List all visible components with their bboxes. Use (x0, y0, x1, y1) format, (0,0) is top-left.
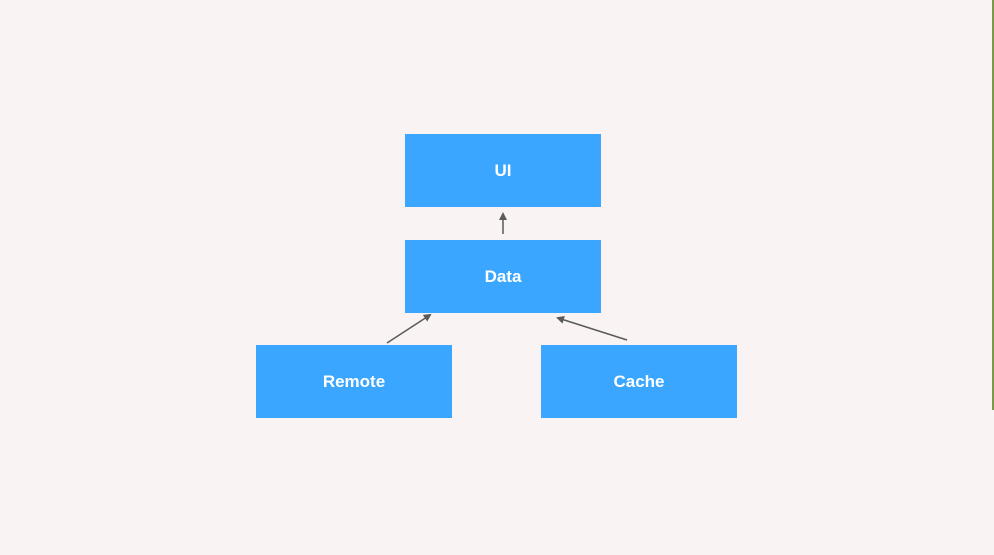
window-edge-strip (992, 0, 994, 410)
node-ui: UI (405, 134, 601, 207)
arrow-cache-to-data (556, 316, 628, 341)
node-cache: Cache (541, 345, 737, 418)
node-remote-label: Remote (322, 371, 386, 391)
node-ui-label: UI (494, 160, 512, 180)
node-cache-label: Cache (613, 371, 665, 391)
arrow-remote-to-data (386, 313, 432, 344)
node-remote: Remote (256, 345, 452, 418)
node-data: Data (405, 240, 601, 313)
node-data-label: Data (484, 266, 522, 286)
